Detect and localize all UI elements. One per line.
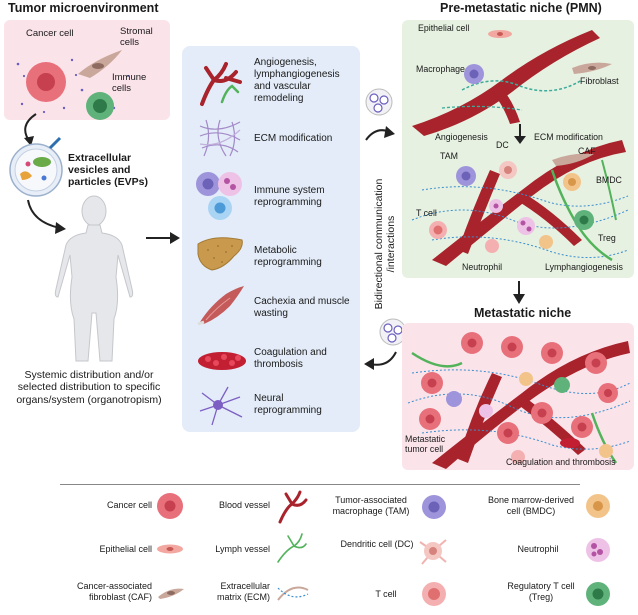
vesicle-cluster-bottom (379, 318, 407, 346)
macrophage-icon (464, 64, 484, 84)
epithelial-cell-icon (488, 30, 512, 38)
to-pmn-arrow (365, 126, 395, 141)
legend-tcell-icon (422, 582, 446, 606)
pmn-tcell-icon (429, 221, 447, 239)
legend-caf-label: Cancer-associated fibroblast (CAF) (76, 581, 152, 602)
pmn-treg-label: Treg (598, 233, 616, 243)
legend-treg-icon (586, 582, 610, 606)
pmn-treg-icon (574, 210, 594, 230)
metastatic-title: Metastatic niche (474, 306, 572, 320)
clot-icon (198, 352, 246, 370)
legend-caf-icon (158, 588, 184, 599)
metastatic-cancer-cells (419, 332, 618, 444)
legend-tam-icon (422, 495, 446, 519)
legend-blood-vessel-label: Blood vessel (218, 500, 270, 510)
body-to-effects-arrow (146, 232, 180, 244)
evps-label: Extracellular vesicles and particles (EV… (68, 152, 148, 188)
pmn-dc-icon (499, 161, 517, 179)
legend-dc-label: Dendritic cell (DC) (340, 539, 414, 549)
legend-cancer-cell-label: Cancer cell (106, 500, 152, 510)
effect-label-ecm: ECM modification (254, 133, 333, 144)
immune-cells-icon (196, 172, 242, 220)
ecm-icon (199, 119, 241, 157)
legend-divider (60, 484, 580, 485)
pmn-illustration (411, 30, 629, 266)
pmn-caf-icon (552, 153, 594, 166)
legend-ecm-icon (277, 586, 309, 601)
pmn-to-metastatic-arrow (513, 281, 525, 304)
pmn-fibroblast-label: Fibroblast (580, 76, 619, 86)
blood-vessel-icon (200, 62, 242, 106)
immune-cells-label: Immune cells (112, 72, 147, 94)
cancer-cell-label: Cancer cell (26, 28, 74, 39)
evp-dish-icon (9, 136, 63, 197)
legend-bmdc-label: Bone marrow-derived cell (BMDC) (487, 495, 575, 516)
pmn-bmdc-label: BMDC (596, 175, 622, 185)
from-metastatic-arrow (364, 351, 397, 370)
tumor-microenvironment-illustration (16, 50, 129, 120)
legend-dc-icon (419, 539, 447, 565)
pmn-lymphangiogenesis-label: Lymphangiogenesis (545, 262, 623, 272)
pmn-epithelial-label: Epithelial cell (418, 23, 470, 33)
stromal-cells-label: Stromal cells (120, 26, 153, 48)
legend-epithelial-cell-icon (157, 544, 183, 554)
effect-label-cachexia: Cachexia and muscle wasting (254, 296, 350, 319)
immune-cell-icon (86, 92, 114, 120)
effect-label-immune: Immune system reprogramming (254, 185, 325, 208)
vesicle-cluster-top (365, 88, 393, 116)
fibroblast-icon (572, 62, 612, 74)
legend-neutrophil-label: Neutrophil (517, 544, 559, 554)
legend-ecm-label: Extracellular matrix (ECM) (217, 581, 270, 602)
pmn-dc-label: DC (496, 140, 509, 150)
effect-label-coagulation: Coagulation and thrombosis (254, 347, 327, 370)
human-body-icon (54, 195, 134, 362)
metastatic-coagulation-label: Coagulation and thrombosis (506, 457, 616, 467)
legend-lymph-vessel-label: Lymph vessel (215, 544, 270, 554)
evp-to-body-arrow (27, 199, 66, 234)
legend-treg-label: Regulatory T cell (Treg) (507, 581, 575, 602)
muscle-icon (197, 286, 244, 326)
pmn-ecm-label: ECM modification (534, 132, 603, 142)
pmn-neutrophil-icon (517, 217, 535, 235)
pmn-tam-label: TAM (440, 151, 458, 161)
metastatic-tumor-cell-label: Metastatic tumor cell (405, 434, 446, 454)
pmn-bmdc-icon (563, 173, 581, 191)
legend-cancer-cell-icon (157, 493, 183, 519)
tme-to-evp-arrow (24, 113, 37, 146)
legend-bmdc-icon (586, 494, 610, 518)
pmn-macrophage-label: Macrophage (416, 64, 465, 74)
pmn-caf-label: CAF (578, 146, 596, 156)
pmn-neutrophil-label: Neutrophil (462, 262, 503, 272)
pmn-tcell2-icon (485, 239, 499, 253)
pmn-bmdc2-icon (539, 235, 553, 249)
legend-tam-label: Tumor-associated macrophage (TAM) (332, 495, 410, 516)
distribution-text: Systemic distribution and/or selected di… (16, 369, 162, 406)
legend-tcell-label: T cell (375, 589, 397, 599)
effect-label-angiogenesis: Angiogenesis, lymphangiogenesis and vasc… (254, 57, 340, 104)
cancer-cell-icon (26, 62, 66, 102)
legend-epithelial-cell-label: Epithelial cell (99, 544, 152, 554)
pmn-neutrophil2-icon (489, 199, 503, 213)
stromal-cell-icon (78, 50, 122, 78)
tumor-microenvironment-panel: Cancer cell Stromal cells Immune cells (4, 20, 170, 120)
liver-icon (197, 237, 243, 271)
pmn-angiogenesis-label: Angiogenesis (435, 132, 488, 142)
effect-label-metabolic: Metabolic reprogramming (254, 245, 322, 268)
pmn-tam-icon (456, 166, 476, 186)
effect-label-neural: Neural reprogramming (254, 393, 322, 416)
bidirectional-label: Bidirectional communication /interaction… (373, 178, 397, 310)
tumor-microenvironment-title: Tumor microenvironment (8, 1, 159, 15)
neuron-icon (199, 386, 243, 426)
legend-neutrophil-icon (586, 538, 610, 562)
metastatic-illustration (407, 332, 631, 469)
pmn-tcell-label: T cell (416, 208, 437, 218)
pmn-title: Pre-metastatic niche (PMN) (440, 1, 602, 15)
legend-blood-vessel-icon (278, 490, 308, 524)
legend-lymph-vessel-icon (277, 533, 307, 563)
